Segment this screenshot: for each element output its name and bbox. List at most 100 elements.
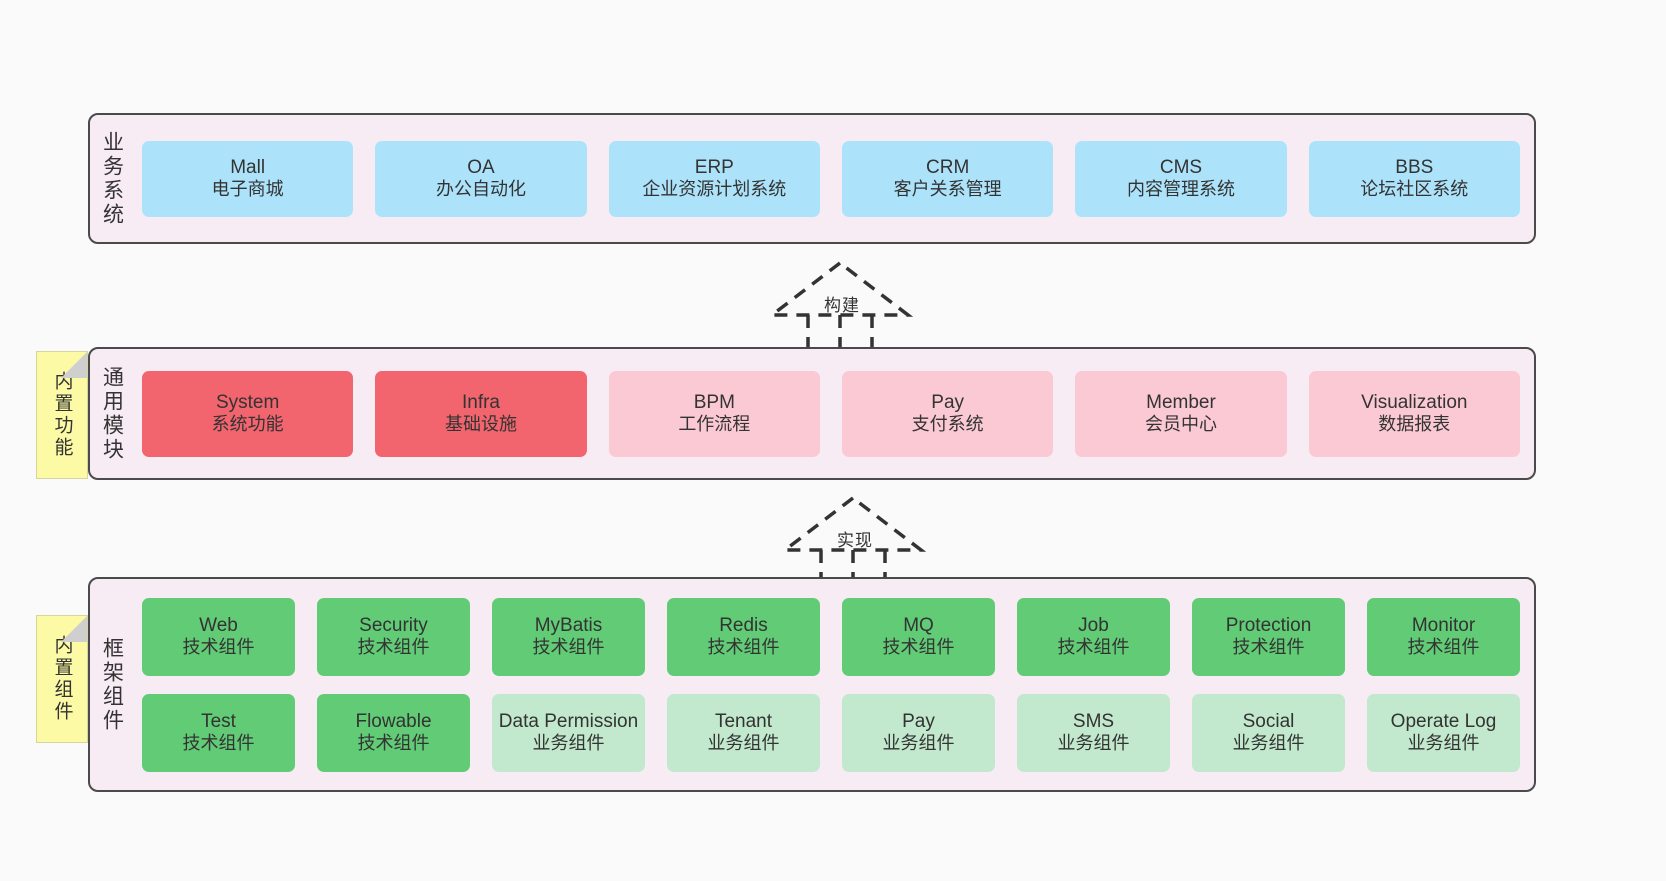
card-data-permission[interactable]: Data Permission 业务组件 [492,693,645,772]
card-oa[interactable]: OA 办公自动化 [375,140,587,217]
card-visualization[interactable]: Visualization 数据报表 [1308,370,1520,457]
card-title: ERP [694,156,734,178]
note-builtin-component: 内置组件 [36,615,88,743]
card-title: BPM [693,391,735,413]
card-subtitle: 技术组件 [532,637,605,658]
card-title: Mall [230,156,266,178]
card-title: Security [359,614,428,636]
layer-title-business: 业务系统 [100,130,124,227]
card-subtitle: 会员中心 [1144,414,1217,435]
connector-label-build: 构建 [824,296,860,315]
layer-framework-components: 框架组件 Web 技术组件 Security 技术组件 MyBatis 技术组件… [88,577,1536,792]
card-pay-module[interactable]: Pay 支付系统 [841,370,1054,457]
card-title: Pay [931,391,965,413]
card-subtitle: 支付系统 [911,414,984,435]
card-subtitle: 工作流程 [678,414,751,435]
card-subtitle: 业务组件 [532,733,605,754]
card-mq[interactable]: MQ 技术组件 [842,597,995,676]
card-protection[interactable]: Protection 技术组件 [1192,597,1345,676]
card-subtitle: 内容管理系统 [1126,179,1235,200]
card-pay-component[interactable]: Pay 业务组件 [842,693,995,772]
card-erp[interactable]: ERP 企业资源计划系统 [608,140,820,217]
card-job[interactable]: Job 技术组件 [1017,597,1170,676]
card-redis[interactable]: Redis 技术组件 [667,597,820,676]
card-subtitle: 办公自动化 [435,179,526,200]
card-member[interactable]: Member 会员中心 [1075,370,1287,457]
card-subtitle: 业务组件 [1057,733,1130,754]
card-subtitle: 电子商城 [211,179,284,200]
card-test[interactable]: Test 技术组件 [142,693,295,772]
card-subtitle: 客户关系管理 [893,179,1002,200]
card-subtitle: 技术组件 [182,733,255,754]
card-system[interactable]: System 系统功能 [142,370,354,457]
card-security[interactable]: Security 技术组件 [317,597,470,676]
card-title: Infra [461,391,500,413]
card-title: Protection [1225,614,1312,636]
card-web[interactable]: Web 技术组件 [142,597,295,676]
card-title: Social [1242,710,1295,732]
card-subtitle: 业务组件 [1407,733,1480,754]
card-subtitle: 技术组件 [357,733,430,754]
card-crm[interactable]: CRM 客户关系管理 [841,140,1054,217]
card-title: BBS [1395,156,1434,178]
card-title: CMS [1159,156,1203,178]
card-bpm[interactable]: BPM 工作流程 [608,370,820,457]
card-subtitle: 技术组件 [1407,637,1480,658]
card-subtitle: 业务组件 [707,733,780,754]
card-title: Monitor [1411,614,1476,636]
card-mybatis[interactable]: MyBatis 技术组件 [492,597,645,676]
card-cms[interactable]: CMS 内容管理系统 [1075,140,1287,217]
layer-business-system: 业务系统 Mall 电子商城 OA 办公自动化 ERP 企业资源计划系统 CRM… [88,113,1536,244]
card-sms[interactable]: SMS 业务组件 [1017,693,1170,772]
card-monitor[interactable]: Monitor 技术组件 [1367,597,1520,676]
card-subtitle: 技术组件 [357,637,430,658]
layer-common-modules: 通用模块 System 系统功能 Infra 基础设施 BPM 工作流程 Pay… [88,347,1536,480]
layer-body-framework: Web 技术组件 Security 技术组件 MyBatis 技术组件 Redi… [134,579,1534,790]
card-title: Test [201,710,236,732]
card-subtitle: 系统功能 [211,414,284,435]
card-row: Web 技术组件 Security 技术组件 MyBatis 技术组件 Redi… [142,597,1520,676]
card-title: Data Permission [498,710,639,732]
card-subtitle: 技术组件 [882,637,955,658]
card-mall[interactable]: Mall 电子商城 [142,140,354,217]
card-subtitle: 企业资源计划系统 [642,179,787,200]
card-subtitle: 论坛社区系统 [1360,179,1469,200]
layer-body-modules: System 系统功能 Infra 基础设施 BPM 工作流程 Pay 支付系统… [134,349,1534,478]
card-infra[interactable]: Infra 基础设施 [375,370,587,457]
card-title: Flowable [355,710,432,732]
card-operate-log[interactable]: Operate Log 业务组件 [1367,693,1520,772]
card-subtitle: 业务组件 [882,733,955,754]
card-row: System 系统功能 Infra 基础设施 BPM 工作流程 Pay 支付系统… [142,370,1520,457]
card-title: System [215,391,280,413]
layer-body-business: Mall 电子商城 OA 办公自动化 ERP 企业资源计划系统 CRM 客户关系… [134,115,1534,242]
card-title: Member [1146,391,1216,413]
card-title: CRM [926,156,970,178]
card-flowable[interactable]: Flowable 技术组件 [317,693,470,772]
card-subtitle: 技术组件 [182,637,255,658]
card-title: SMS [1072,710,1115,732]
card-title: OA [467,156,495,178]
card-title: Job [1078,614,1109,636]
card-title: MQ [903,614,934,636]
card-tenant[interactable]: Tenant 业务组件 [667,693,820,772]
card-bbs[interactable]: BBS 论坛社区系统 [1308,140,1520,217]
card-subtitle: 技术组件 [1232,637,1305,658]
connector-build: 构建 [752,255,932,360]
card-social[interactable]: Social 业务组件 [1192,693,1345,772]
card-title: Pay [902,710,935,732]
card-title: Visualization [1361,391,1468,413]
card-subtitle: 技术组件 [1057,637,1130,658]
card-title: Redis [719,614,768,636]
card-title: Operate Log [1390,710,1497,732]
card-subtitle: 业务组件 [1232,733,1305,754]
card-title: MyBatis [534,614,603,636]
connector-label-implement: 实现 [837,531,873,550]
card-subtitle: 基础设施 [444,414,517,435]
card-row: Test 技术组件 Flowable 技术组件 Data Permission … [142,693,1520,772]
layer-title-framework: 框架组件 [100,636,124,733]
card-row: Mall 电子商城 OA 办公自动化 ERP 企业资源计划系统 CRM 客户关系… [142,140,1520,217]
card-title: Tenant [714,710,773,732]
card-subtitle: 数据报表 [1378,414,1451,435]
note-builtin-function: 内置功能 [36,351,88,479]
